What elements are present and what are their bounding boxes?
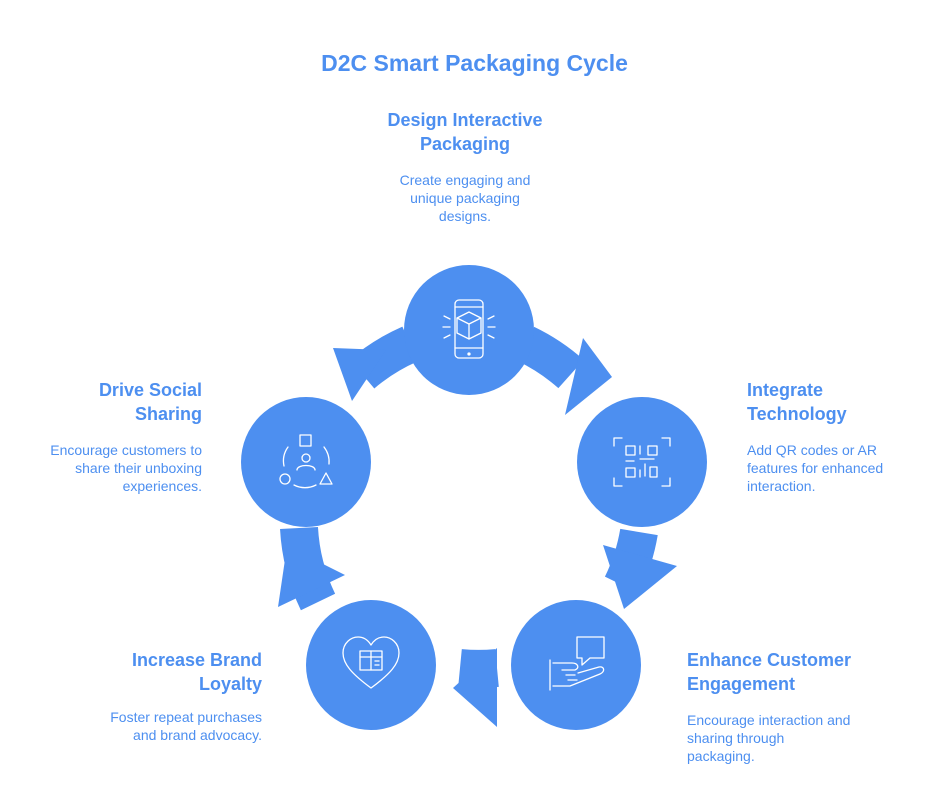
hand-chat-icon: [549, 636, 605, 691]
stage-technology-title-line1: Integrate: [747, 380, 824, 400]
stage-loyalty-title-line2: Loyalty: [198, 674, 262, 694]
stage-design-desc-line2: unique packaging: [410, 190, 520, 206]
stage-social-title: Drive Social Sharing: [20, 378, 202, 426]
stage-social-desc-line3: experiences.: [122, 478, 202, 494]
arrow-1: [565, 338, 612, 415]
stage-technology-desc: Add QR codes or AR features for enhanced…: [747, 441, 942, 495]
stage-design-title-line1: Design Interactive: [387, 110, 543, 130]
stage-circle-engagement: [511, 600, 641, 730]
stage-technology-title-line2: Technology: [747, 404, 847, 424]
stage-design-title-line2: Packaging: [419, 134, 511, 154]
stage-technology-desc-line3: interaction.: [747, 478, 816, 494]
ring-arc-1: [517, 326, 584, 389]
stage-technology-desc-line1: Add QR codes or AR: [747, 442, 877, 458]
cycle-arrows: [278, 338, 677, 727]
stage-design-desc-line3: designs.: [438, 208, 492, 224]
stage-engagement-desc-line1: Encourage interaction and: [687, 712, 851, 728]
heart-box-icon: [342, 636, 400, 689]
stage-loyalty-desc-line1: Foster repeat purchases: [110, 709, 262, 725]
stage-social-title-line2: Sharing: [134, 404, 202, 424]
stage-technology-desc-line2: features for enhanced: [747, 460, 884, 476]
stage-engagement-title-line2: Engagement: [687, 674, 796, 694]
stage-design-desc: Create engaging and unique packaging des…: [345, 171, 585, 225]
arrow-3: [453, 648, 497, 727]
stage-design-title: Design Interactive Packaging: [345, 108, 585, 156]
diagram-title: D2C Smart Packaging Cycle: [321, 50, 628, 76]
stage-loyalty-desc-line2: and brand advocacy.: [133, 727, 262, 743]
qr-code-icon: [613, 437, 671, 487]
stage-engagement-desc-line2: sharing through: [687, 730, 785, 746]
arrow-4: [278, 546, 345, 607]
stage-social-title-line1: Drive Social: [98, 380, 202, 400]
stage-loyalty-desc: Foster repeat purchases and brand advoca…: [40, 708, 262, 744]
stage-loyalty-title: Increase Brand Loyalty: [40, 648, 262, 696]
stage-social-desc: Encourage customers to share their unbox…: [20, 441, 202, 495]
stage-social-desc-line1: Encourage customers to: [50, 442, 202, 458]
smartphone-box-icon: [442, 299, 496, 359]
stage-engagement-desc-line3: packaging.: [687, 748, 755, 764]
stage-engagement-desc: Encourage interaction and sharing throug…: [687, 711, 917, 765]
stage-design-desc-line1: Create engaging and: [399, 172, 531, 188]
stage-technology-title: Integrate Technology: [747, 378, 937, 426]
stage-circle-social: [241, 397, 371, 527]
arrow-2: [603, 545, 677, 609]
stage-social-desc-line2: share their unboxing: [75, 460, 202, 476]
stage-circle-design: [404, 265, 534, 395]
stage-circle-technology: [577, 397, 707, 527]
stage-engagement-title: Enhance Customer Engagement: [687, 648, 917, 696]
stage-circle-loyalty: [306, 600, 436, 730]
social-network-icon: [279, 434, 333, 489]
stage-loyalty-title-line1: Increase Brand: [131, 650, 262, 670]
stage-engagement-title-line1: Enhance Customer: [687, 650, 852, 670]
arrow-5: [333, 348, 386, 401]
